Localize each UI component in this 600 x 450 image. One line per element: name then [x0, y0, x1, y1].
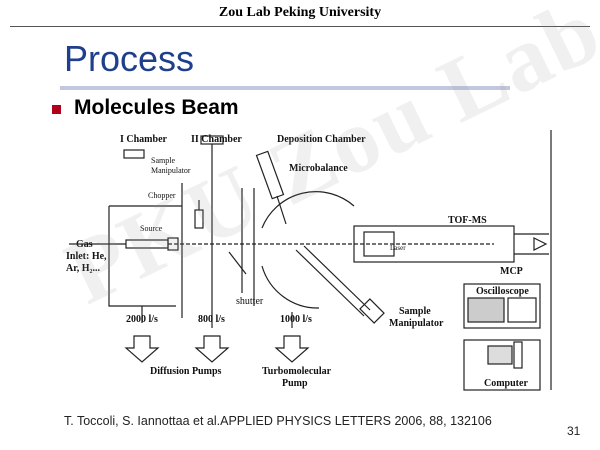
label-pump-speed-3: 1000 l/s: [280, 314, 312, 325]
page-number: 31: [567, 424, 581, 438]
tof-ms-flange: [363, 231, 395, 257]
label-sample-manipulator-top-2: Manipulator: [151, 166, 191, 175]
deposition-chamber-arc-bottom: [261, 265, 320, 309]
turbo-pump-arrow-icon: [274, 335, 310, 363]
label-mcp: MCP: [500, 266, 523, 277]
shutter-arrow: [228, 251, 247, 275]
header-rule: [10, 26, 590, 27]
chamber-1-wall: [108, 206, 176, 307]
tof-ms-tube: [353, 225, 515, 263]
label-oscilloscope: Oscilloscope: [476, 286, 529, 297]
label-sample-manipulator-top-1: Sample: [151, 156, 175, 165]
citation: T. Toccoli, S. Iannottaa et al.APPLIED P…: [64, 414, 492, 428]
label-sample-manipulator-bottom-2: Manipulator: [389, 318, 444, 329]
apparatus-svg: I Chamber II Chamber Deposition Chamber …: [66, 130, 552, 391]
label-computer: Computer: [484, 378, 528, 389]
oscilloscope-panel: [507, 297, 537, 323]
label-turbo-pump-1: Turbomolecular: [262, 366, 332, 377]
microbalance-probe: [255, 150, 285, 200]
label-gas-1: Gas: [76, 239, 93, 250]
label-gas-3: Ar, H₂...: [66, 263, 101, 274]
bottom-manipulator-rod-2: [303, 245, 371, 311]
bullet-square-icon: [52, 105, 61, 114]
label-pump-speed-1: 2000 l/s: [126, 314, 158, 325]
computer-tower-icon: [513, 341, 523, 369]
diffusion-pump-arrow-1-icon: [124, 335, 160, 363]
deposition-chamber-arc-top: [261, 191, 355, 229]
chamber-1-top-flange: [123, 149, 145, 159]
label-deposition-chamber: Deposition Chamber: [277, 134, 366, 145]
label-source: Source: [140, 224, 163, 233]
label-chopper: Chopper: [148, 191, 176, 200]
computer-monitor-icon: [487, 345, 513, 365]
diffusion-pump-arrow-2-icon: [194, 335, 230, 363]
slide-title: Process: [64, 38, 195, 79]
label-diffusion-pumps: Diffusion Pumps: [150, 366, 222, 377]
label-laser: Laser: [390, 244, 406, 252]
label-shutter: shutter: [236, 296, 264, 307]
apparatus-diagram: I Chamber II Chamber Deposition Chamber …: [64, 128, 567, 392]
header-title: Zou Lab Peking University: [218, 5, 382, 20]
label-pump-speed-2: 800 l/s: [198, 314, 225, 325]
title-rule: [60, 86, 510, 90]
label-turbo-pump-2: Pump: [282, 378, 308, 389]
bottom-manipulator-flange: [359, 298, 385, 324]
label-sample-manipulator-bottom-1: Sample: [399, 306, 431, 317]
label-microbalance: Microbalance: [289, 163, 348, 174]
label-gas-2: Inlet: He,: [66, 251, 107, 262]
bullet-text: Molecules Beam: [74, 96, 239, 119]
label-chamber-1: I Chamber: [120, 134, 168, 145]
mcp-detector-icon: [533, 237, 548, 251]
label-tof-ms: TOF-MS: [448, 215, 487, 226]
microbalance-arm: [276, 195, 287, 225]
oscilloscope-box: [463, 283, 541, 329]
label-chamber-2: II Chamber: [191, 134, 242, 145]
oscilloscope-screen-icon: [467, 297, 505, 323]
bottom-manipulator-rod-1: [295, 249, 365, 317]
computer-box: [463, 339, 541, 391]
